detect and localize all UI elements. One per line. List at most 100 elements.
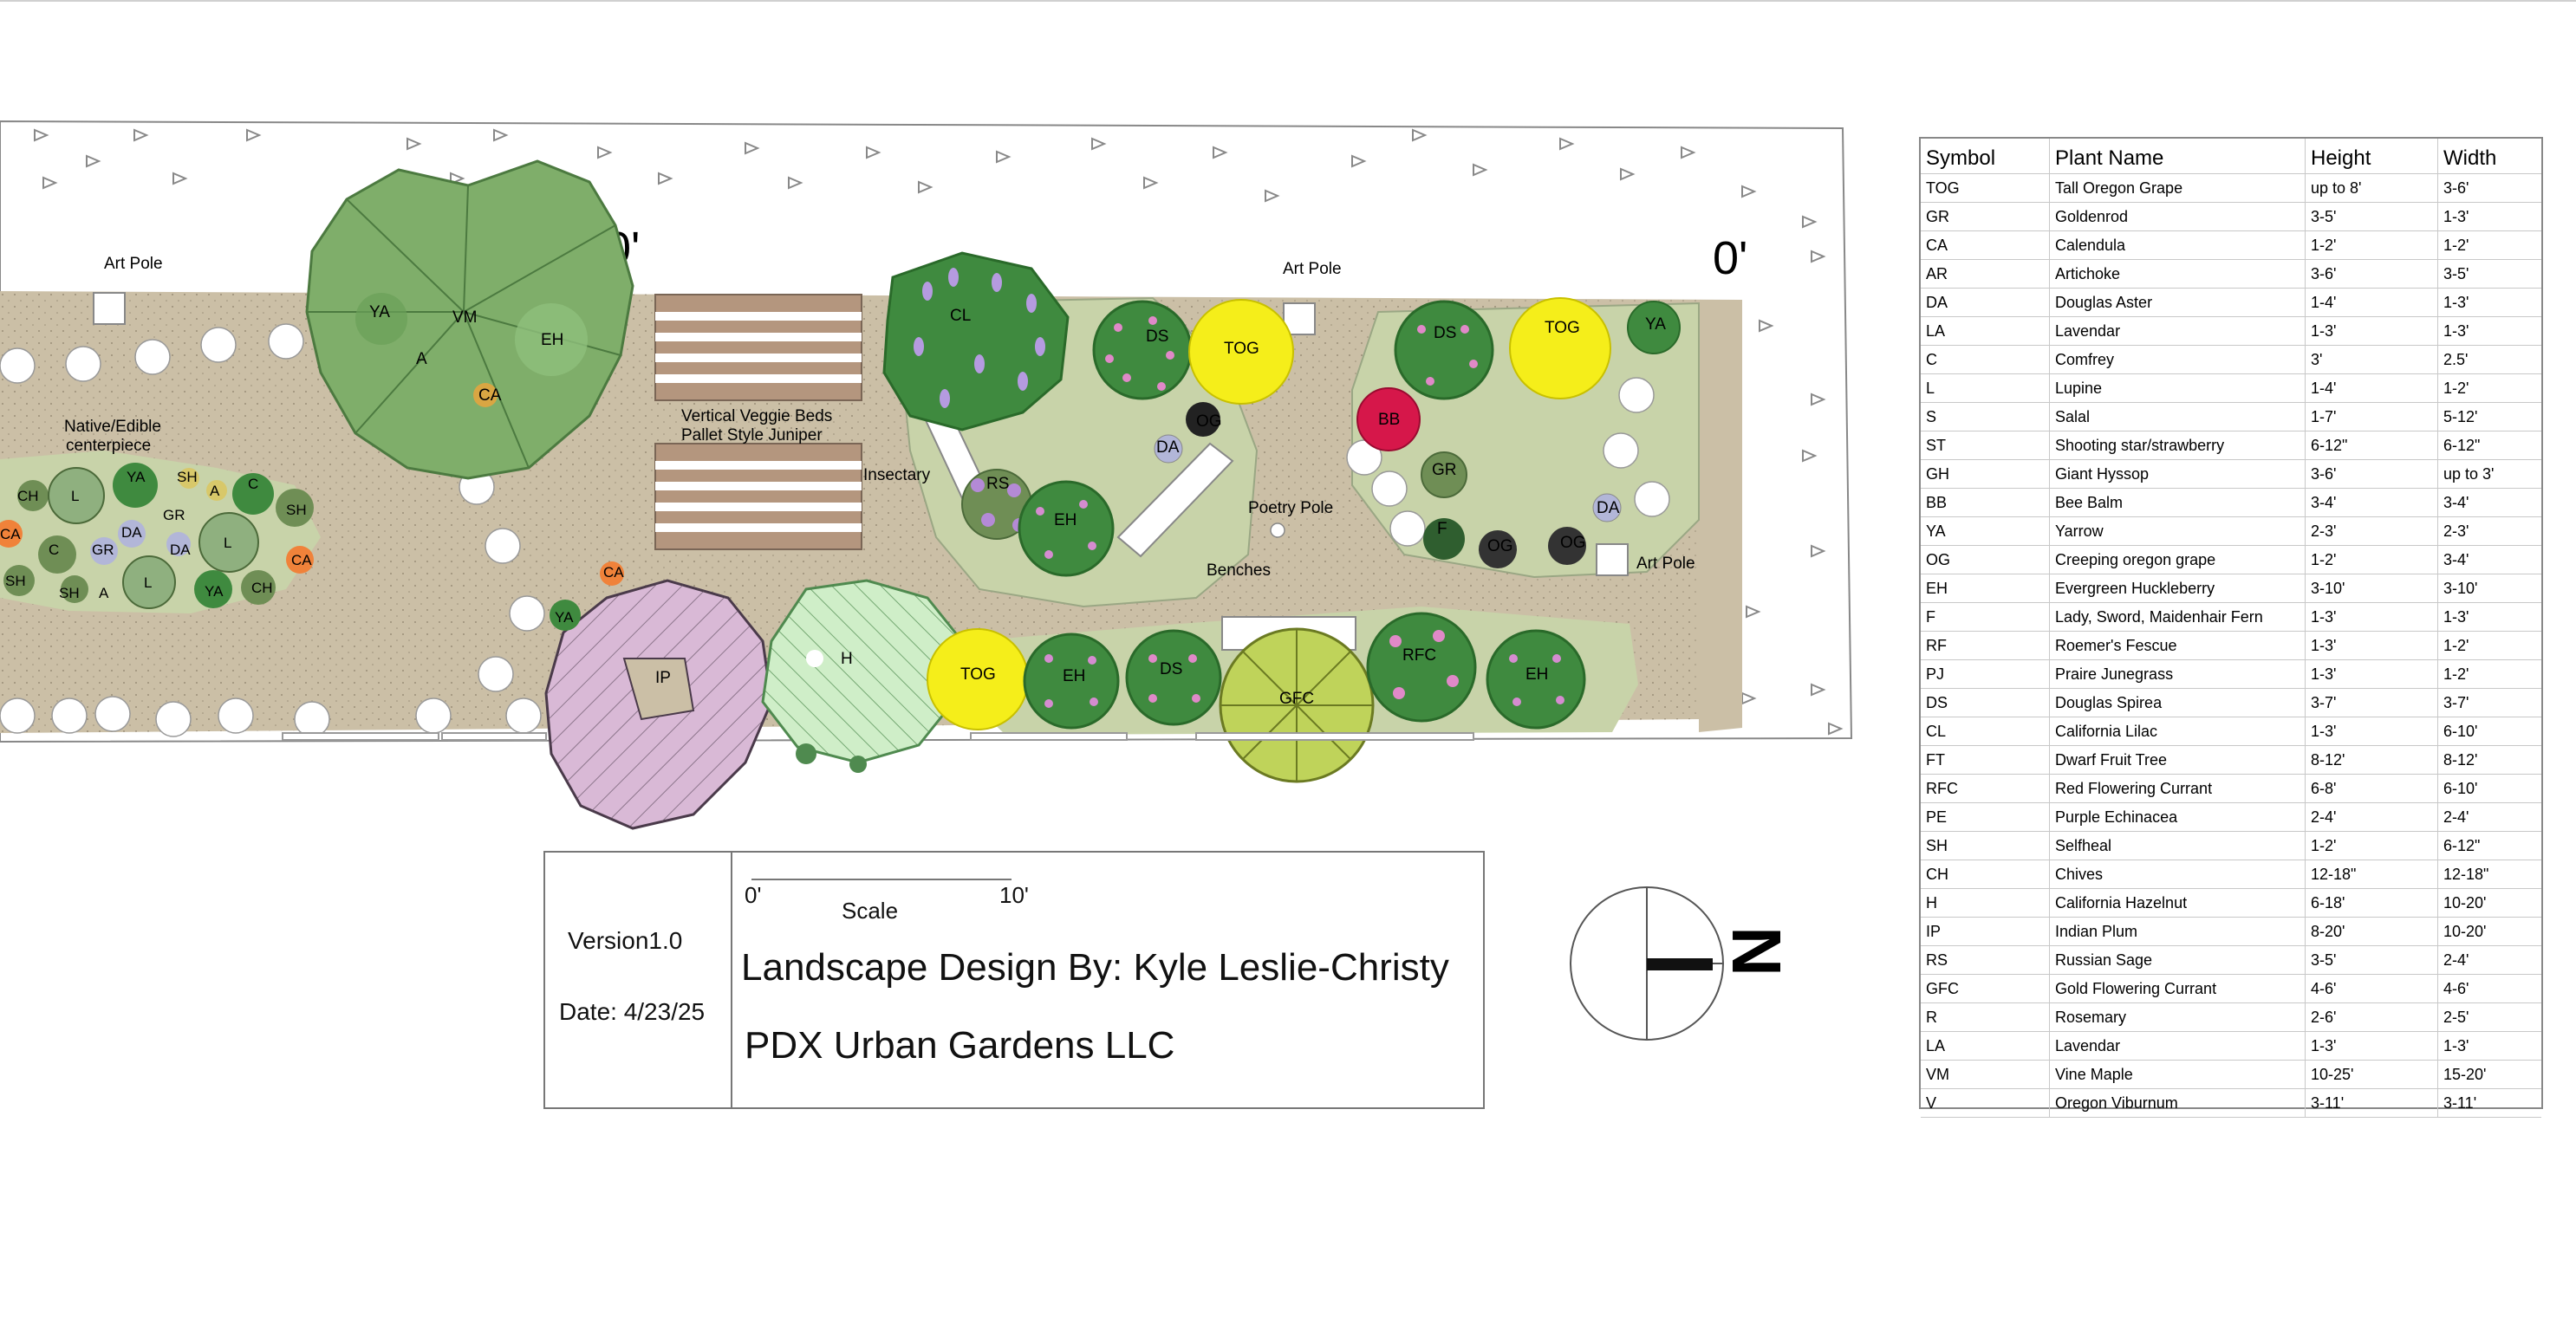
bb-code: BB	[1378, 411, 1400, 429]
cell-height: 1-2'	[2305, 230, 2438, 260]
ca-vm-code: CA	[478, 386, 502, 405]
cell-height: 3'	[2305, 345, 2438, 374]
oregon-grape-1	[1186, 402, 1220, 437]
douglas-spirea-3	[1125, 629, 1222, 726]
tog1-code: TOG	[1224, 340, 1259, 358]
c1-code: C	[248, 476, 258, 492]
cell-width: 1-2'	[2437, 373, 2541, 403]
ch2-code: CH	[251, 580, 273, 596]
cell-height: 1-3'	[2305, 316, 2438, 346]
page-top-rule	[0, 0, 2576, 2]
cell-plant-name: Douglas Aster	[2049, 288, 2306, 317]
cell-height: 1-3'	[2305, 631, 2438, 660]
ca2-code: CA	[291, 552, 312, 568]
gr1-code: GR	[1432, 461, 1457, 479]
cell-width: 1-2'	[2437, 230, 2541, 260]
ya-vm-code: YA	[369, 303, 390, 321]
cell-height: 1-4'	[2305, 288, 2438, 317]
rs-code: RS	[986, 475, 1009, 493]
cell-height: 2-4'	[2305, 802, 2438, 832]
og2-code: OG	[1487, 537, 1513, 555]
cell-height: 3-10'	[2305, 574, 2438, 603]
cell-width: 1-3'	[2437, 1031, 2541, 1061]
cell-height: 3-5'	[2305, 202, 2438, 231]
california-lilac	[882, 251, 1070, 431]
cell-height: 1-3'	[2305, 602, 2438, 632]
cell-plant-name: Yarrow	[2049, 516, 2306, 546]
cell-height: 1-4'	[2305, 373, 2438, 403]
cell-symbol: TOG	[1921, 173, 2050, 203]
header-plant-name: Plant Name	[2049, 139, 2306, 174]
scale-bar	[751, 879, 1012, 880]
centerpiece-label-2: centerpiece	[66, 437, 151, 455]
cell-plant-name: Praire Junegrass	[2049, 659, 2306, 689]
veggie-beds-label-1: Vertical Veggie Beds	[681, 407, 832, 425]
douglas-spirea-2	[1394, 300, 1494, 400]
cell-symbol: CL	[1921, 717, 2050, 746]
cell-plant-name: Purple Echinacea	[2049, 802, 2306, 832]
cell-symbol: LA	[1921, 1031, 2050, 1061]
cell-width: 4-6'	[2437, 974, 2541, 1003]
cell-symbol: OG	[1921, 545, 2050, 574]
evergreen-huckleberry-3	[1486, 629, 1586, 730]
evergreen-huckleberry-1	[1018, 480, 1115, 577]
veggie-bed-bottom	[654, 443, 862, 550]
ds3-code: DS	[1160, 660, 1182, 678]
cell-plant-name: California Lilac	[2049, 717, 2306, 746]
gr2-code: GR	[163, 507, 185, 523]
cell-height: 6-12"	[2305, 431, 2438, 460]
cell-symbol: GR	[1921, 202, 2050, 231]
bench-diagonal-right	[1116, 442, 1234, 558]
cell-width: 3-4'	[2437, 488, 2541, 517]
cell-symbol: V	[1921, 1088, 2050, 1118]
cell-plant-name: Oregon Viburnum	[2049, 1088, 2306, 1118]
douglas-aster-2	[1592, 493, 1622, 522]
date-label: Date: 4/23/25	[559, 998, 706, 1025]
cell-symbol: FT	[1921, 745, 2050, 775]
cell-width: 8-12'	[2437, 745, 2541, 775]
evergreen-huckleberry-2	[1023, 633, 1120, 730]
l3-code: L	[144, 574, 152, 591]
scale-zero-label: 0'	[745, 882, 762, 908]
cell-plant-name: Chives	[2049, 860, 2306, 889]
cell-plant-name: Creeping oregon grape	[2049, 545, 2306, 574]
fern	[1423, 518, 1465, 560]
cell-width: 6-12"	[2437, 431, 2541, 460]
art-pole-right-marker	[1596, 543, 1629, 576]
ya1-code: YA	[1645, 315, 1666, 334]
sh3-code: SH	[5, 573, 26, 589]
goldenrod-1	[1421, 451, 1467, 498]
cell-width: 1-3'	[2437, 288, 2541, 317]
vine-maple-tree	[305, 159, 634, 480]
cell-plant-name: Vine Maple	[2049, 1060, 2306, 1089]
cell-height: 1-3'	[2305, 659, 2438, 689]
da3-code: DA	[121, 524, 142, 541]
da1-code: DA	[1156, 438, 1180, 457]
cell-plant-name: Goldenrod	[2049, 202, 2306, 231]
cell-height: 8-12'	[2305, 745, 2438, 775]
scale-label: Scale	[842, 898, 899, 924]
cell-height: 2-6'	[2305, 1002, 2438, 1032]
cell-symbol: CH	[1921, 860, 2050, 889]
og3-code: OG	[1560, 534, 1586, 552]
header-height: Height	[2305, 139, 2438, 174]
cl-code: CL	[950, 307, 971, 325]
cell-width: 3-10'	[2437, 574, 2541, 603]
cell-width: 2.5'	[2437, 345, 2541, 374]
title-block: Version1.0 Date: 4/23/25 0' Scale 10' La…	[543, 851, 1485, 1109]
poetry-pole-label: Poetry Pole	[1248, 499, 1333, 517]
bee-balm	[1356, 387, 1421, 451]
benches-label: Benches	[1207, 561, 1271, 580]
veggie-bed-top	[654, 294, 862, 401]
indian-plum	[544, 579, 773, 830]
